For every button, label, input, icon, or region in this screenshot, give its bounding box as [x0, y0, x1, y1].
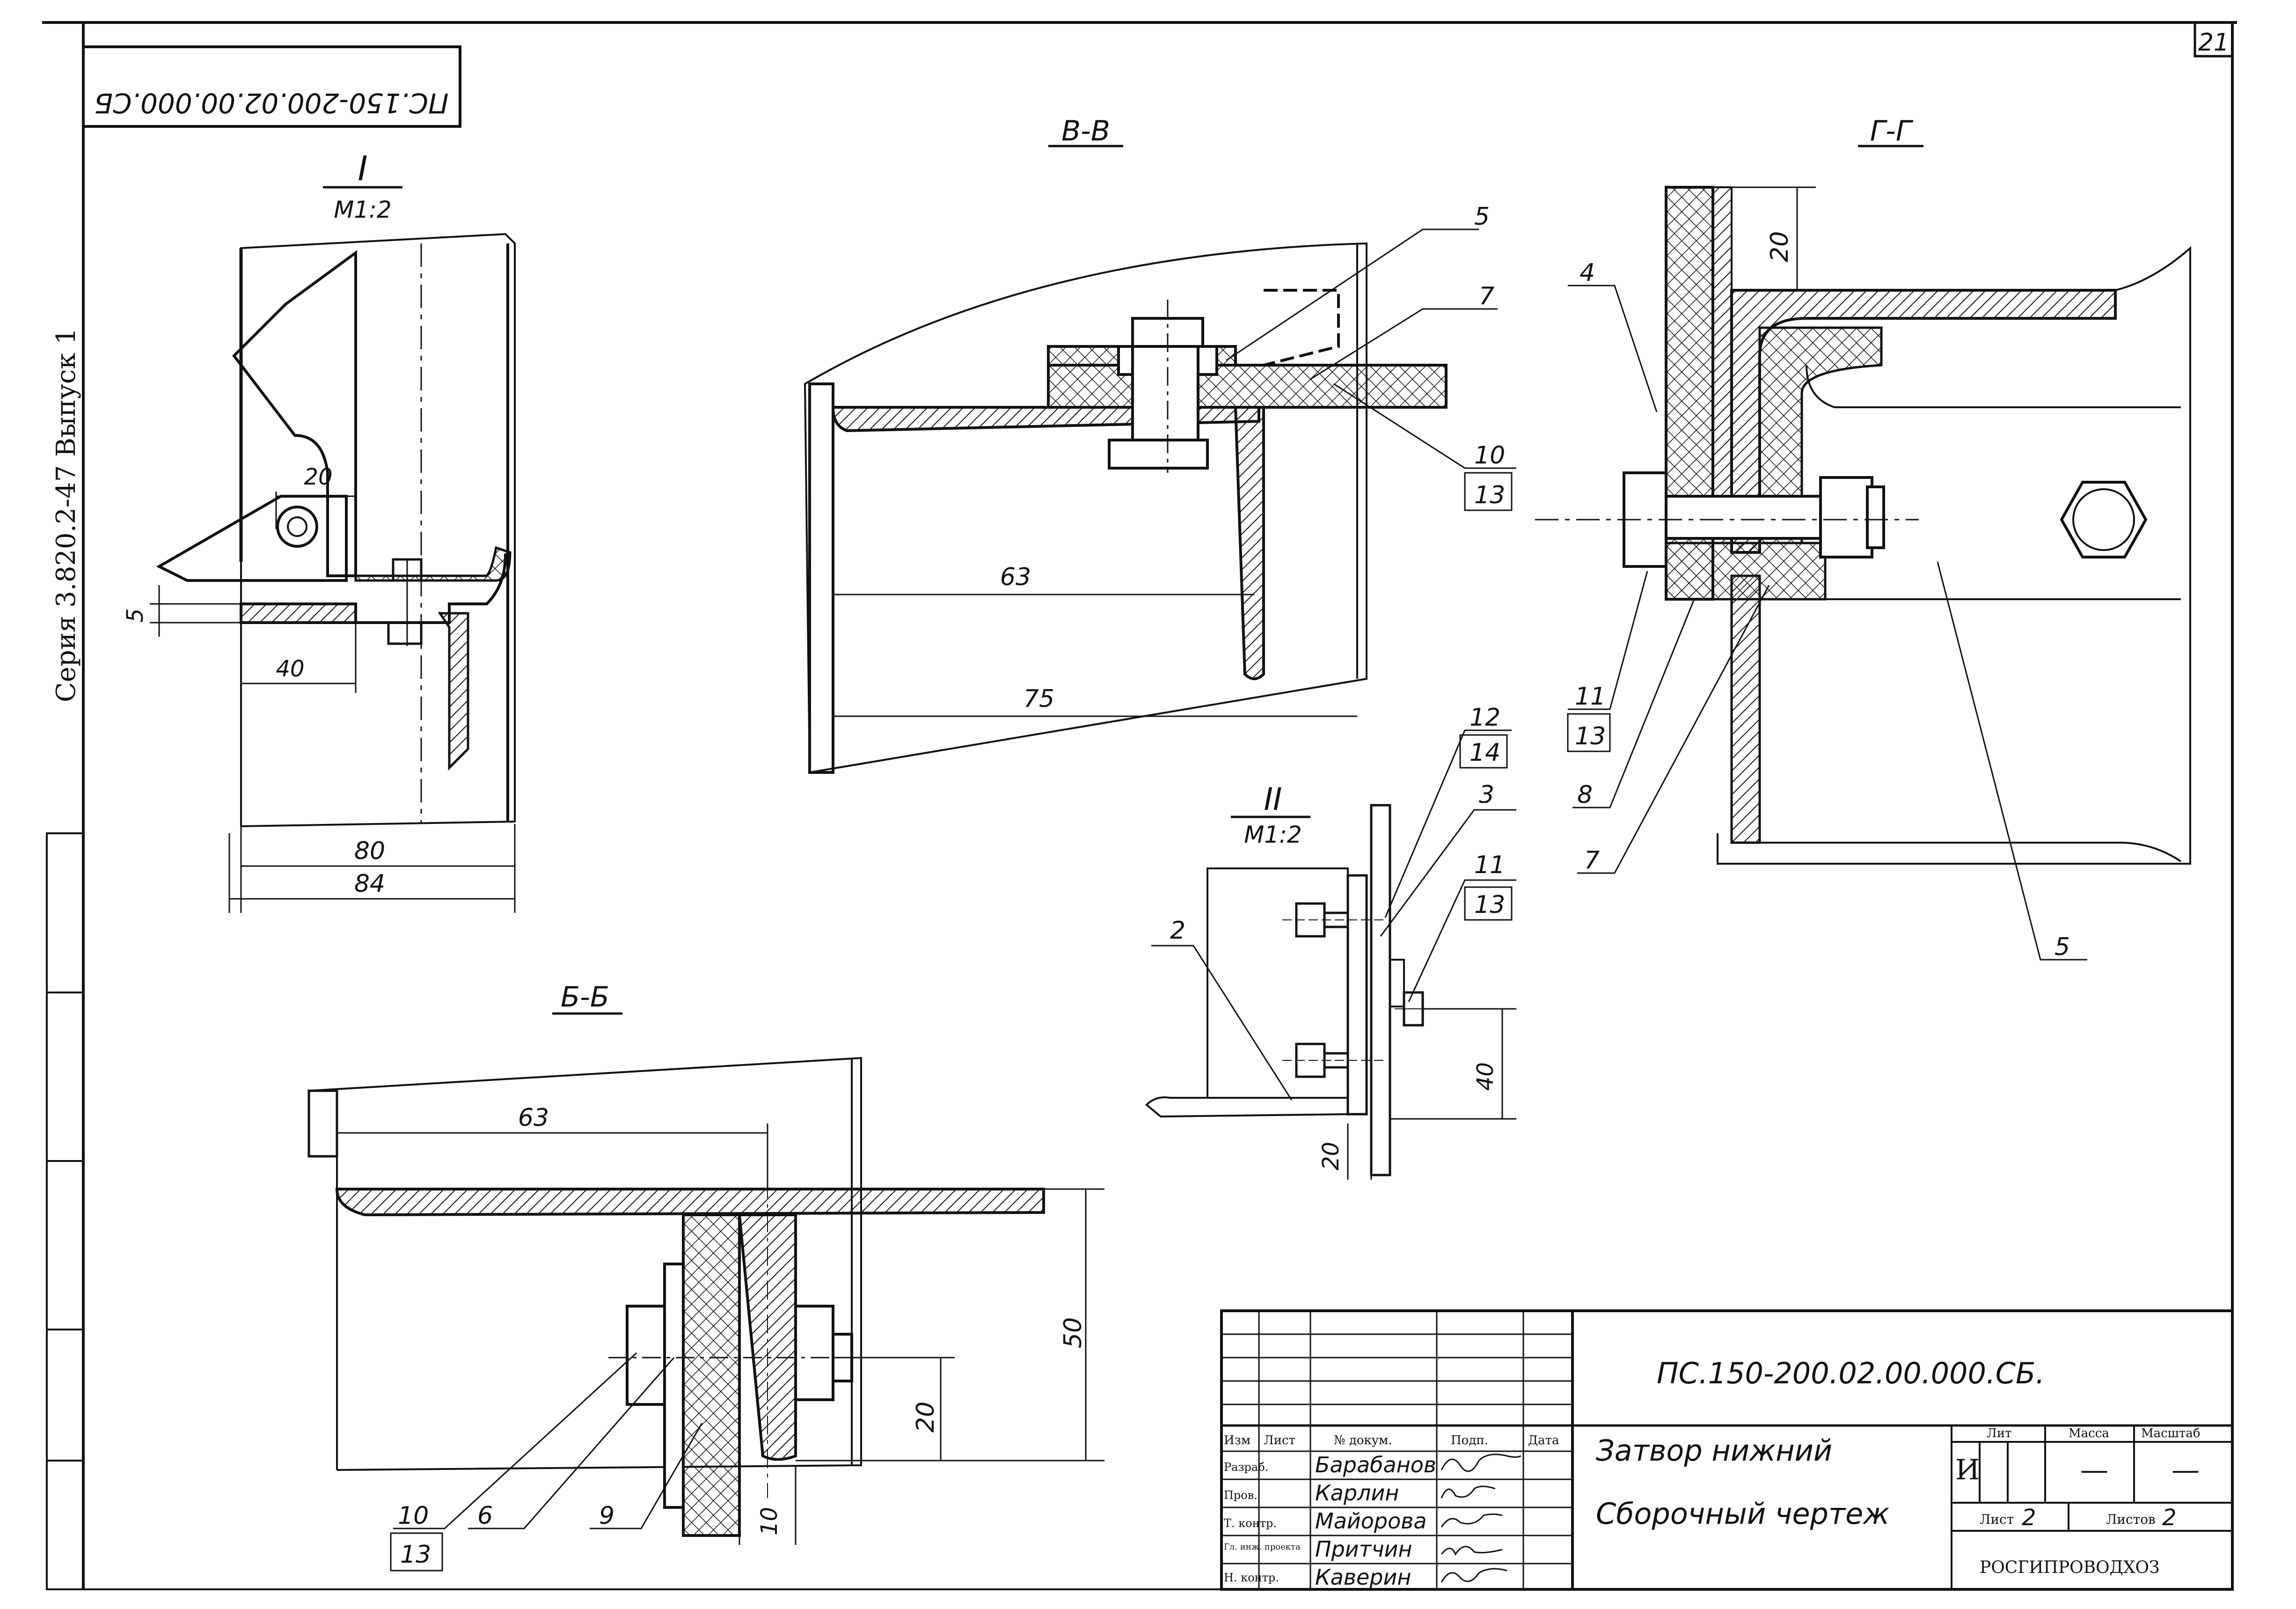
section-vv-view: В-В 63 75 5 7 10 13: [804, 115, 1516, 774]
section-bb-dim-20: 20: [912, 1402, 940, 1433]
tb-name-line2: Сборочный чертеж: [1596, 1497, 1889, 1531]
section-vv-dim-63: 63: [1000, 563, 1031, 591]
tb-lit-value: И: [1955, 1454, 1980, 1486]
detail-two-callout-14: 14: [1470, 739, 1500, 767]
section-vv-title: В-В: [1061, 115, 1110, 147]
tb-header-izm: Изм: [1224, 1433, 1250, 1447]
detail-one-roman: I: [358, 149, 367, 188]
detail-one-dim-40: 40: [276, 656, 304, 682]
tb-scale-value: —: [2172, 1454, 2200, 1486]
sheet-frame: 21: [42, 21, 2237, 1590]
detail-one-scale: M1:2: [334, 196, 392, 223]
detail-one-view: I M1:2: [122, 149, 516, 913]
detail-two-callout-13: 13: [1474, 891, 1505, 919]
section-gg-view: Г-Г 20: [1535, 115, 2191, 961]
detail-two-callout-11: 11: [1474, 851, 1505, 879]
detail-two-roman: II: [1264, 781, 1282, 817]
tb-scale-label: Масштаб: [2141, 1426, 2200, 1440]
section-bb-callout-10: 10: [398, 1502, 429, 1530]
tb-role-4: Н. контр.: [1224, 1571, 1279, 1584]
section-bb-dim-10: 10: [756, 1507, 782, 1536]
section-gg-dim-20: 20: [1766, 231, 1794, 262]
tb-name-3: Притчин: [1315, 1536, 1412, 1562]
mirrored-code-box: ПС.150-200.02.00.000.СБ: [82, 45, 461, 128]
tb-mass-value: —: [2080, 1454, 2108, 1486]
sheet-number: 21: [2198, 29, 2229, 57]
tb-sheet-label: Лист: [1980, 1512, 2014, 1527]
section-gg-callout-4: 4: [1579, 259, 1595, 287]
tb-header-doc: № докум.: [1334, 1433, 1392, 1447]
section-vv-callout-7: 7: [1479, 282, 1494, 310]
section-vv-callout-10: 10: [1474, 441, 1505, 470]
detail-two-dim-20: 20: [1318, 1142, 1344, 1170]
section-bb-view: Б-Б 63 50 20 10: [307, 981, 1104, 1572]
tb-org: РОСГИПРОВОДХОЗ: [1980, 1558, 2159, 1577]
section-bb-title: Б-Б: [561, 981, 609, 1014]
detail-one-dim-5: 5: [122, 608, 148, 623]
tb-role-1: Пров.: [1224, 1489, 1258, 1502]
section-bb-callout-9: 9: [599, 1502, 614, 1530]
section-bb-callout-13: 13: [400, 1541, 431, 1569]
detail-one-dim-20: 20: [304, 464, 332, 490]
detail-two-callout-12: 12: [1470, 704, 1500, 732]
tb-header-list: Лист: [1264, 1433, 1295, 1447]
section-gg-callout-13: 13: [1575, 722, 1606, 750]
section-gg-callout-5: 5: [2055, 933, 2070, 961]
detail-one-dim-84: 84: [354, 870, 385, 898]
tb-name-0: Барабанов: [1315, 1452, 1436, 1477]
mirrored-code: ПС.150-200.02.00.000.СБ: [94, 87, 448, 119]
tb-sheet-value: 2: [2022, 1505, 2036, 1531]
left-binding-strip: [46, 832, 84, 1590]
detail-two-scale: M1:2: [1244, 821, 1302, 848]
signature-scribbles: [1440, 1454, 1521, 1583]
section-gg-callout-11: 11: [1575, 683, 1606, 711]
detail-two-callout-2: 2: [1170, 917, 1185, 945]
section-bb-callout-6: 6: [477, 1502, 493, 1530]
section-gg-callout-8: 8: [1577, 781, 1593, 809]
detail-two-callout-3: 3: [1479, 781, 1494, 809]
section-vv-dim-75: 75: [1024, 685, 1054, 713]
tb-lit-label: Лит: [1987, 1426, 2011, 1440]
tb-header-date: Дата: [1528, 1433, 1559, 1447]
tb-sheets-label: Листов: [2106, 1512, 2156, 1527]
tb-name-line1: Затвор нижний: [1596, 1433, 1832, 1468]
section-bb-dim-63: 63: [518, 1104, 549, 1132]
section-bb-dim-50: 50: [1059, 1317, 1087, 1348]
tb-role-3: Гл. инж. проекта: [1224, 1542, 1301, 1552]
title-block: Изм Лист № докум. Подп. Дата Разраб. Бар…: [1220, 1309, 2234, 1591]
detail-two-dim-40: 40: [1472, 1062, 1499, 1091]
section-gg-callout-7: 7: [1584, 846, 1600, 874]
tb-name-2: Майорова: [1315, 1508, 1427, 1534]
tb-name-1: Карлин: [1315, 1480, 1399, 1506]
tb-role-0: Разраб.: [1224, 1461, 1268, 1474]
section-vv-callout-13: 13: [1474, 481, 1505, 509]
detail-one-dim-80: 80: [354, 837, 385, 865]
tb-mass-label: Масса: [2069, 1426, 2109, 1440]
tb-role-2: Т. контр.: [1224, 1517, 1277, 1530]
section-vv-callout-5: 5: [1474, 203, 1490, 231]
tb-header-sign: Подп.: [1451, 1433, 1488, 1447]
tb-code: ПС.150-200.02.00.000.СБ.: [1657, 1356, 2045, 1390]
tb-name-4: Каверин: [1315, 1565, 1411, 1590]
series-note: Серия 3.820.2-47 Выпуск 1: [51, 328, 81, 702]
section-gg-title: Г-Г: [1870, 115, 1914, 147]
detail-two-view: II M1:2 40 20: [1145, 704, 1516, 1180]
tb-sheets-value: 2: [2162, 1505, 2177, 1531]
